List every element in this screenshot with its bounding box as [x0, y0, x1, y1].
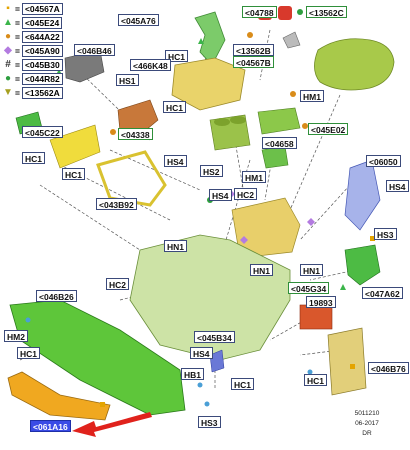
- part-label-hc1[interactable]: HC1: [304, 374, 328, 386]
- part-label-hc2[interactable]: HC2: [106, 278, 130, 290]
- part-label-hb1[interactable]: HB1: [181, 368, 205, 380]
- shifter-bezel: [171, 57, 246, 111]
- part-label-045B34[interactable]: <045B34: [194, 331, 235, 343]
- part-label-hm1[interactable]: HM1: [242, 171, 266, 183]
- legend-eq: =: [15, 45, 20, 56]
- part-label-046B46[interactable]: <046B46: [74, 44, 115, 56]
- green-bracket-right: [344, 244, 381, 286]
- dot-icon: ●: [4, 72, 12, 84]
- legend-code[interactable]: <044R82: [21, 72, 63, 85]
- part-label-043B92[interactable]: <043B92: [96, 198, 137, 210]
- part-label-hm2[interactable]: HM2: [4, 330, 28, 342]
- part-label-hm1[interactable]: HM1: [300, 90, 324, 102]
- part-label-hc1[interactable]: HC1: [231, 378, 255, 390]
- square-icon: ▪: [6, 2, 10, 14]
- legend-eq: =: [15, 17, 20, 28]
- part-label-04567B[interactable]: <04567B: [233, 56, 274, 68]
- part-label-hc1[interactable]: HC1: [22, 152, 46, 164]
- part-label-hc1[interactable]: HC1: [62, 168, 86, 180]
- diagram-date: 06-2017: [355, 420, 379, 427]
- diagram-region: DR: [362, 430, 372, 437]
- cup-insert-right: [278, 6, 292, 20]
- down-triangle-icon: ▼: [3, 86, 13, 98]
- cupholder-ring-right: [230, 116, 246, 124]
- part-label-hn1[interactable]: HN1: [300, 264, 324, 276]
- legend-eq: =: [15, 87, 20, 98]
- armrest-lid: [314, 38, 395, 91]
- diagram-id: 5011210: [354, 410, 380, 417]
- part-label-hc1[interactable]: HC1: [163, 101, 187, 113]
- legend-row: # =<045B30: [3, 58, 63, 71]
- part-label-hc1[interactable]: HC1: [165, 50, 189, 62]
- part-label-045E02[interactable]: <045E02: [308, 123, 349, 135]
- small-clip: [282, 31, 301, 49]
- callout-arrow: [72, 412, 152, 437]
- part-label-466K48[interactable]: <466K48: [130, 59, 171, 71]
- part-label-hn1[interactable]: HN1: [250, 264, 274, 276]
- part-label-hc2[interactable]: HC2: [234, 188, 258, 200]
- hash-icon: #: [5, 58, 11, 70]
- part-label-06050[interactable]: <06050: [366, 155, 401, 167]
- diamond-icon: ◆: [4, 44, 12, 56]
- legend-row: ▼=<13562A: [3, 86, 63, 99]
- legend-code[interactable]: <045E24: [21, 16, 63, 29]
- part-label-047A62[interactable]: <047A62: [362, 287, 403, 299]
- legend-code[interactable]: <045A90: [21, 44, 63, 57]
- part-label-hs4[interactable]: HS4: [209, 189, 232, 201]
- part-label-hs2[interactable]: HS2: [200, 165, 223, 177]
- part-label-hs4[interactable]: HS4: [164, 155, 187, 167]
- part-label-045G34[interactable]: <045G34: [288, 282, 330, 294]
- cupholder-ring-left: [214, 118, 230, 126]
- legend-code[interactable]: <045B30: [21, 58, 63, 71]
- legend-row: ▲=<045E24: [3, 16, 63, 29]
- part-label-04338[interactable]: <04338: [118, 128, 153, 140]
- legend-row: ●=<644A22: [3, 30, 63, 43]
- blue-clip: [209, 349, 225, 373]
- part-label-hs4[interactable]: HS4: [386, 180, 409, 192]
- legend-eq: =: [15, 73, 20, 84]
- blue-bracket: [344, 159, 381, 231]
- part-label-04658[interactable]: <04658: [262, 137, 297, 149]
- legend-row: ◆=<045A90: [3, 44, 63, 57]
- yellow-side-panel: [49, 124, 101, 169]
- part-label-046B76[interactable]: <046B76: [368, 362, 409, 374]
- part-label-hs3[interactable]: HS3: [198, 416, 221, 428]
- legend-eq: =: [15, 59, 20, 70]
- rear-faceplate: [327, 327, 367, 396]
- legend-code[interactable]: <04567A: [21, 2, 63, 15]
- lower-trim-strip: [7, 371, 111, 421]
- part-label-19893[interactable]: 19893: [306, 296, 336, 308]
- part-label-13562C[interactable]: <13562C: [306, 6, 347, 18]
- storage-cover: [299, 304, 333, 330]
- part-label-hc1[interactable]: HC1: [17, 347, 41, 359]
- legend-row: ●=<044R82: [3, 72, 63, 85]
- legend-eq: =: [15, 3, 20, 14]
- part-label-hn1[interactable]: HN1: [164, 240, 188, 252]
- part-label-046B26[interactable]: <046B26: [36, 290, 77, 302]
- part-label-hs3[interactable]: HS3: [374, 228, 397, 240]
- part-label-061A16[interactable]: <061A16: [30, 420, 71, 432]
- part-label-045A76[interactable]: <045A76: [118, 14, 159, 26]
- green-pad: [257, 107, 301, 135]
- part-label-hs4[interactable]: HS4: [190, 347, 213, 359]
- legend-code[interactable]: <13562A: [21, 86, 63, 99]
- part-label-045C22[interactable]: <045C22: [22, 126, 63, 138]
- legend-code[interactable]: <644A22: [21, 30, 63, 43]
- legend-row: ▪ =<04567A: [3, 2, 63, 15]
- part-label-13562B[interactable]: <13562B: [233, 44, 274, 56]
- part-label-hs1[interactable]: HS1: [116, 74, 139, 86]
- dot-icon: ●: [4, 30, 12, 42]
- yellow-frame: [96, 150, 167, 207]
- upper-trim-bracket: [194, 11, 226, 66]
- legend-eq: =: [15, 31, 20, 42]
- triangle-icon: ▲: [3, 16, 13, 28]
- part-label-04788[interactable]: <04788: [242, 6, 277, 18]
